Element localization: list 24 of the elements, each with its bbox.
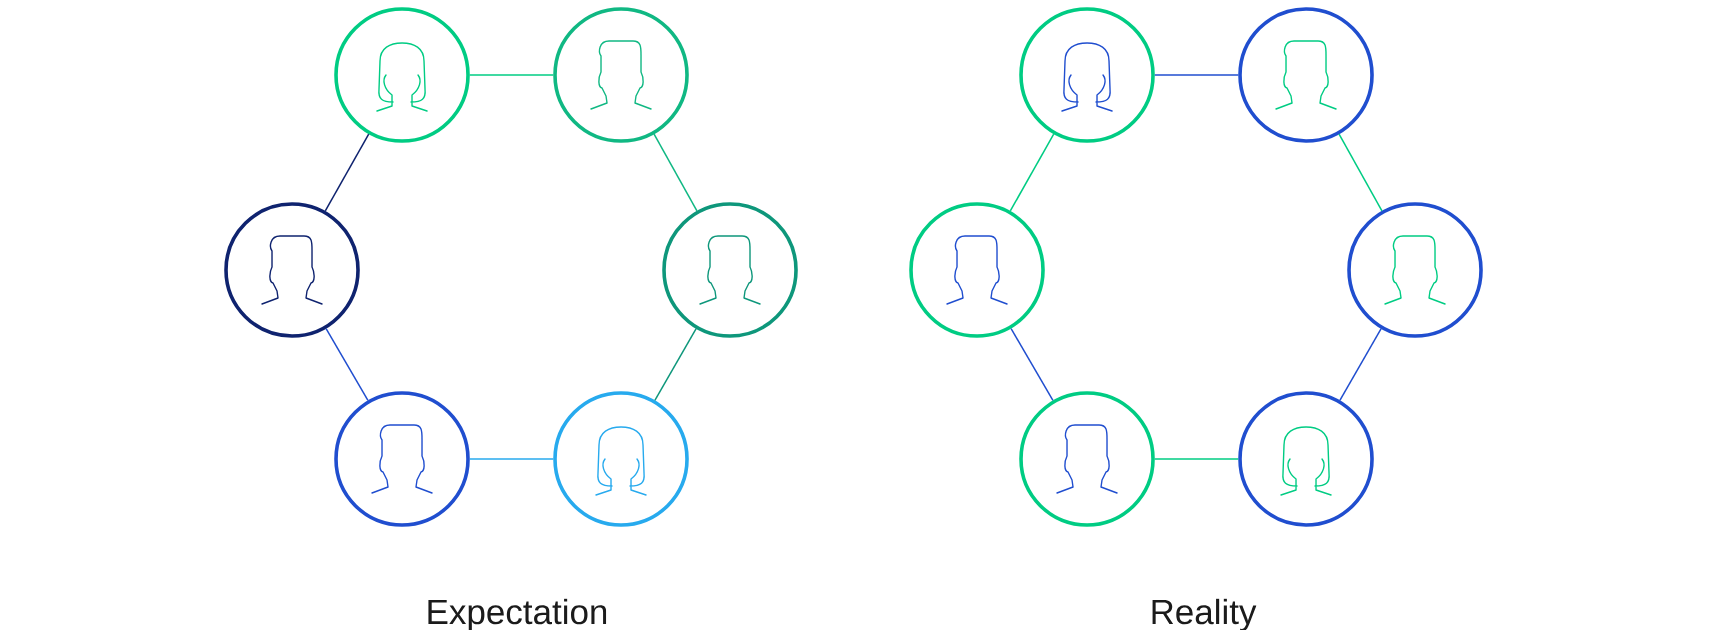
connector-line (324, 133, 370, 212)
circle-node (224, 202, 360, 338)
circle-node (553, 391, 689, 527)
connector-line (1154, 458, 1239, 460)
circle-node (1238, 391, 1374, 527)
connector-line (653, 133, 698, 212)
circle-node (1238, 7, 1374, 143)
circle-node (334, 7, 470, 143)
circle-node (553, 7, 689, 143)
connector-line (1009, 133, 1055, 212)
connector-line (1339, 328, 1382, 401)
connector-line (325, 327, 369, 402)
connector-line (1010, 327, 1054, 402)
connector-line (1338, 133, 1383, 212)
circle-node (1019, 7, 1155, 143)
connector-line (1154, 74, 1239, 76)
circle-node (1347, 202, 1483, 338)
circle-node (662, 202, 798, 338)
connector-line (654, 328, 697, 401)
circle-node (334, 391, 470, 527)
circle-node (1019, 391, 1155, 527)
connector-line (469, 74, 554, 76)
circle-node (909, 202, 1045, 338)
connector-line (469, 458, 554, 460)
